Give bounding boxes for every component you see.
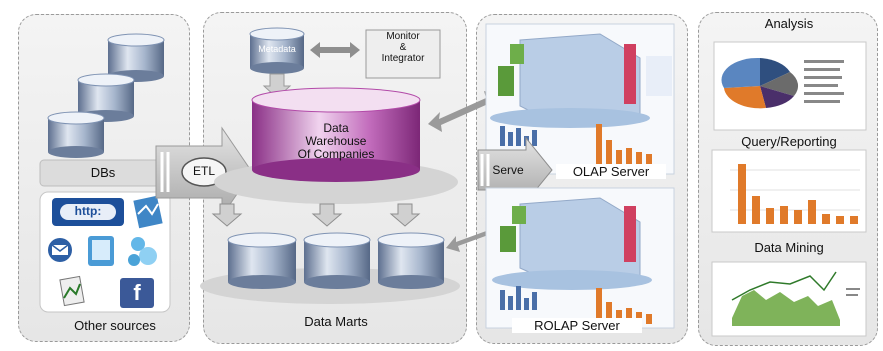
olap-server-label: OLAP Server: [556, 164, 666, 179]
email-icon: [48, 238, 72, 262]
rolap-server-screenshot: [485, 187, 675, 329]
monitor-integrator-label: Monitor & Integrator: [381, 31, 425, 64]
warehouse-title-line: Warehouse: [305, 134, 367, 148]
analysis-area-chart: [711, 261, 867, 337]
warehouse-title-line: Data: [323, 121, 349, 135]
facebook-glyph: f: [133, 280, 141, 305]
dbs-label: DBs: [90, 165, 116, 180]
metadata-label: Metadata: [258, 44, 296, 54]
etl-arrow: [155, 126, 253, 218]
analysis-title: Analysis: [764, 16, 814, 31]
query-reporting-label: Query/Reporting: [741, 134, 837, 149]
metadata-cylinder: [249, 27, 305, 74]
mining-bar-chart: [711, 149, 867, 233]
warehouse-title-line: Of Companies: [297, 147, 375, 161]
data-warehouse-cylinder: [251, 87, 421, 182]
messenger-icon: [128, 237, 157, 266]
chart-document-icon: [59, 275, 85, 307]
data-mart-cylinder-2: [303, 232, 371, 289]
query-pie-chart: [713, 41, 867, 131]
serve-arrow: [477, 136, 553, 204]
serve-label: Serve: [492, 163, 524, 177]
db-cylinder-middle: [77, 73, 135, 122]
http-text: http:: [74, 204, 102, 218]
mart-down-arrows: [211, 203, 421, 227]
rolap-server-label: ROLAP Server: [512, 318, 642, 333]
facebook-icon: [120, 278, 154, 308]
metadata-monitor-arrow: [310, 42, 360, 58]
data-marts-label: Data Marts: [304, 314, 368, 329]
warehouse-olap-arrow: [428, 91, 500, 132]
http-icon: [52, 198, 124, 226]
olap-server-screenshot: [485, 23, 675, 175]
device-icon: [88, 236, 114, 266]
monitor-integrator-box: [365, 29, 441, 79]
data-mart-cylinder-1: [227, 232, 297, 289]
etl-label: ETL: [192, 164, 215, 178]
data-mart-cylinder-3: [377, 232, 445, 289]
other-sources-label: Other sources: [74, 318, 156, 333]
db-cylinder-bottom: [47, 111, 105, 158]
warehouse-title: Data Warehouse Of Companies: [262, 122, 410, 161]
document-icon: [133, 195, 163, 229]
data-mining-label: Data Mining: [754, 240, 824, 255]
